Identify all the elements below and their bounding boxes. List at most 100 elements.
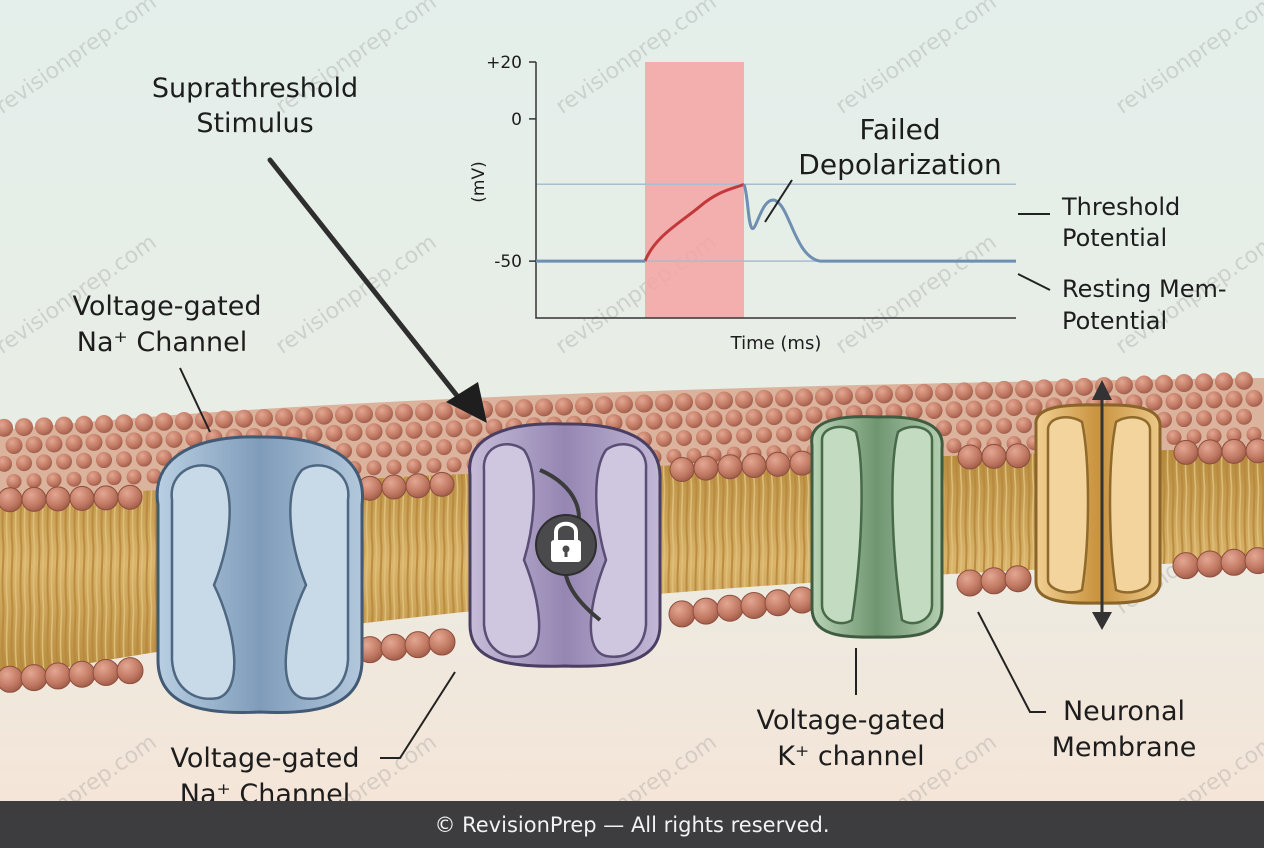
lipid-head [515, 399, 533, 418]
lipid-head [1216, 409, 1232, 426]
resting-label-line1: Resting Mem- [1062, 275, 1227, 303]
lipid-head [736, 427, 752, 444]
k-label-line2: K⁺ channel [777, 741, 924, 772]
lipid-head [625, 413, 643, 431]
lipid-head [946, 438, 962, 454]
lipid-head [380, 633, 408, 661]
lipid-head [0, 665, 24, 693]
lipid-head [155, 412, 173, 431]
lipid-head [1005, 443, 1031, 469]
lipid-head [1235, 371, 1253, 390]
lipid-head [789, 450, 815, 476]
lipid-head [135, 413, 153, 432]
lipid-head [66, 471, 82, 487]
failed-label-line1: Failed [859, 113, 940, 146]
lipid-head [36, 454, 52, 471]
lipid-head [645, 412, 663, 430]
lipid-head [980, 567, 1008, 595]
lipid-head [765, 451, 791, 477]
lipid-head [956, 569, 984, 597]
lipid-head [1221, 438, 1247, 464]
lipid-head [46, 472, 62, 488]
lipid-head [405, 421, 423, 439]
lipid-head [165, 430, 183, 448]
lipid-head [665, 411, 683, 429]
lipid-head [1186, 429, 1202, 445]
lipid-head [85, 433, 103, 451]
lipid-head [975, 381, 993, 400]
lipid-head [1225, 390, 1243, 408]
lipid-head [356, 442, 372, 459]
lipid-head [375, 404, 393, 423]
stimulus-label-line1: Suprathreshold [152, 73, 358, 104]
lipid-head [65, 434, 83, 452]
lipid-head [656, 430, 672, 447]
lipid-head [96, 452, 112, 469]
lipid-head [716, 594, 744, 622]
resting-leader [1017, 273, 1051, 291]
lipid-head [45, 435, 63, 453]
lipid-head [741, 453, 767, 479]
lipid-head [404, 631, 432, 659]
lipid-head [45, 486, 71, 512]
lipid-head [1035, 379, 1053, 398]
na-channel-open [155, 435, 364, 714]
lipid-head [126, 469, 142, 485]
lipid-head [295, 407, 313, 426]
lipid-head [105, 433, 123, 451]
lipid-head [20, 664, 48, 692]
lipid-head [1004, 565, 1032, 593]
lipid-head [1220, 548, 1248, 576]
lipid-head [425, 421, 443, 439]
lipid-head [1173, 439, 1199, 465]
lipid-head [715, 391, 733, 410]
lipid-head [1244, 547, 1264, 575]
lipid-head [695, 392, 713, 411]
lipid-head [86, 470, 102, 486]
lipid-head [69, 485, 95, 511]
lipid-head [1175, 374, 1193, 393]
lipid-head [1226, 427, 1242, 443]
lipid-head [905, 402, 923, 420]
lipid-head [136, 450, 152, 467]
lipid-head [595, 396, 613, 415]
lipid-head [795, 388, 813, 407]
lipid-head [235, 409, 253, 428]
lipid-head [429, 471, 455, 497]
lipid-head [446, 457, 462, 473]
lipid-head [396, 440, 412, 457]
lipid-head [1075, 377, 1093, 396]
lipid-head [1246, 426, 1262, 442]
lipid-head [764, 589, 792, 617]
membrane-leader [977, 611, 1046, 713]
na-channel-inactivated [468, 422, 662, 668]
failed-label-line2: Depolarization [798, 148, 1001, 181]
lipid-head [735, 390, 753, 409]
lipid-head [956, 419, 972, 436]
lipid-head [685, 411, 703, 429]
lipid-head [68, 660, 96, 688]
lipid-head [935, 383, 953, 402]
lipid-head [835, 386, 853, 405]
lipid-head [575, 396, 593, 415]
chart-axes [535, 62, 1016, 319]
lipid-head [215, 410, 233, 429]
lipid-head [895, 384, 913, 403]
lipid-head [740, 591, 768, 619]
lock-icon [535, 514, 597, 576]
lipid-head [765, 408, 783, 426]
lipid-head [56, 453, 72, 470]
lipid-head [92, 658, 120, 686]
lipid-head [1197, 439, 1223, 465]
lipid-head [386, 459, 402, 475]
lipid-head [692, 597, 720, 625]
k-channel [810, 415, 944, 639]
lipid-head [75, 415, 93, 434]
lipid-head [116, 657, 144, 685]
rising-phase-trace [643, 182, 745, 262]
lipid-head [21, 486, 47, 512]
lipid-head [955, 382, 973, 401]
lipid-head [95, 415, 113, 434]
